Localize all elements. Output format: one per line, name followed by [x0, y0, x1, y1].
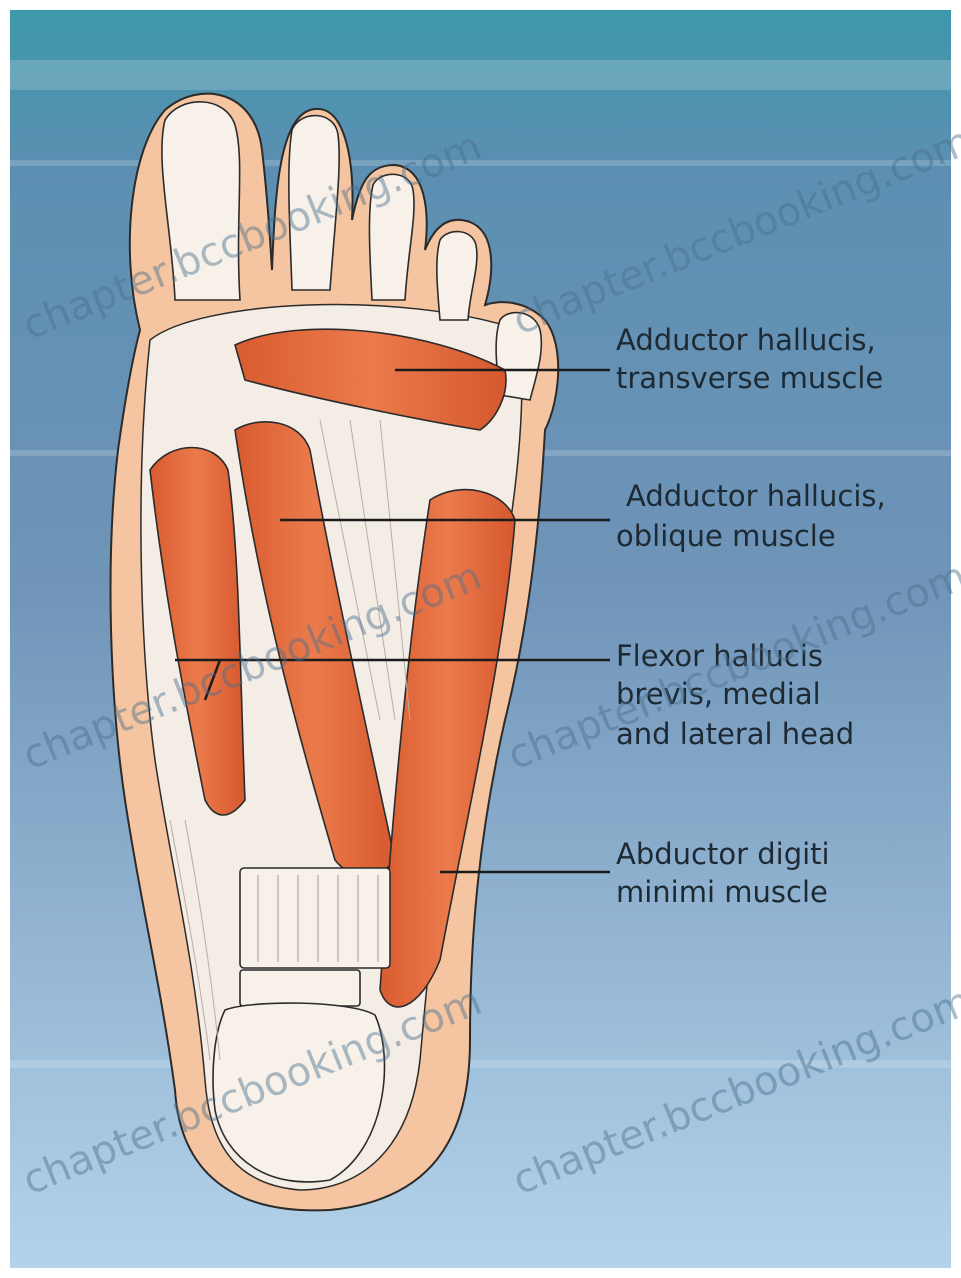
label-line: oblique muscle: [616, 519, 836, 553]
label-line: minimi muscle: [616, 875, 828, 909]
label-line: Abductor digiti: [616, 837, 830, 871]
label-line: transverse muscle: [616, 361, 883, 395]
label-line: Adductor hallucis,: [626, 479, 886, 513]
label-line: Adductor hallucis,: [616, 323, 876, 357]
